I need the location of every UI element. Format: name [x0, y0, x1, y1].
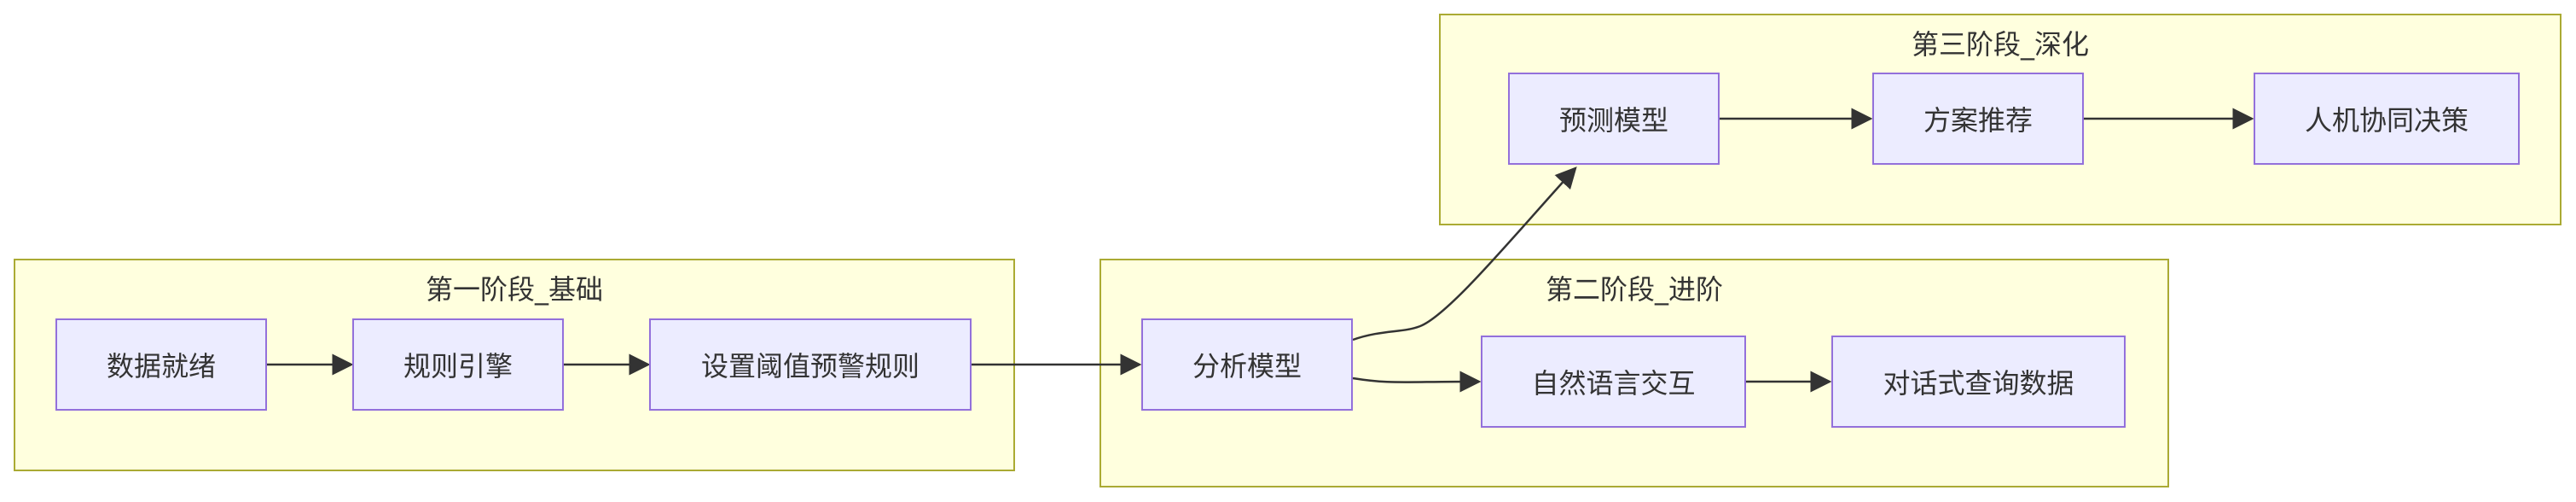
- node-data-ready[interactable]: 数据就绪: [55, 318, 267, 411]
- node-threshold-rules-label: 设置阈值预警规则: [700, 350, 920, 382]
- cluster-stage-2-title: 第二阶段_进阶: [1545, 273, 1723, 306]
- node-threshold-rules[interactable]: 设置阈值预警规则: [649, 318, 972, 411]
- node-prediction-model[interactable]: 预测模型: [1508, 73, 1720, 165]
- cluster-stage-1-title: 第一阶段_基础: [425, 273, 603, 306]
- node-human-machine-decision-label: 人机协同决策: [2304, 104, 2469, 137]
- cluster-stage-3-title: 第三阶段_深化: [1911, 28, 2089, 61]
- node-analysis-model[interactable]: 分析模型: [1141, 318, 1353, 411]
- node-conversational-query-label: 对话式查询数据: [1883, 367, 2074, 400]
- node-analysis-model-label: 分析模型: [1192, 350, 1302, 382]
- node-rule-engine-label: 规则引擎: [403, 350, 513, 382]
- node-rule-engine[interactable]: 规则引擎: [352, 318, 564, 411]
- node-human-machine-decision[interactable]: 人机协同决策: [2254, 73, 2520, 165]
- node-conversational-query[interactable]: 对话式查询数据: [1831, 336, 2126, 428]
- node-nl-interaction-label: 自然语言交互: [1531, 367, 1696, 400]
- node-plan-recommendation-label: 方案推荐: [1923, 104, 2033, 137]
- node-nl-interaction[interactable]: 自然语言交互: [1481, 336, 1746, 428]
- node-prediction-model-label: 预测模型: [1558, 104, 1668, 137]
- node-data-ready-label: 数据就绪: [106, 350, 216, 382]
- node-plan-recommendation[interactable]: 方案推荐: [1872, 73, 2084, 165]
